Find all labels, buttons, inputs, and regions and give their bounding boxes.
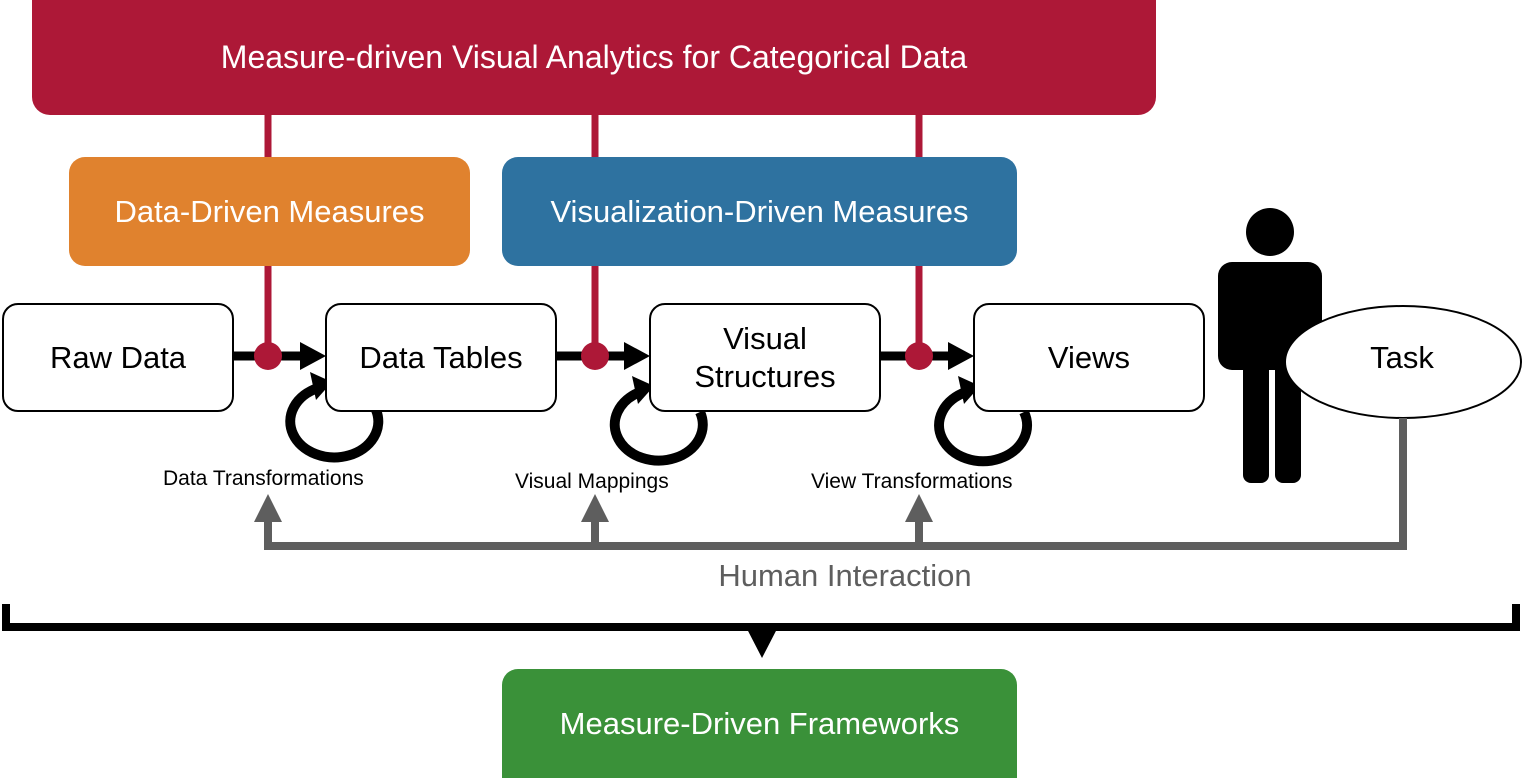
loop-arrow-views	[934, 376, 1033, 467]
brace-bracket	[2, 604, 1520, 658]
data-tables-node: Data Tables	[325, 303, 557, 412]
measure-driven-frameworks-box: Measure-Driven Frameworks	[502, 669, 1017, 778]
data-driven-measures-box: Data-Driven Measures	[69, 157, 470, 266]
measure-dot-view	[905, 342, 933, 370]
loop-arrow-visual-structures	[609, 376, 708, 466]
views-node: Views	[973, 303, 1205, 412]
raw-data-node: Raw Data	[2, 303, 234, 412]
visual-structures-node: Visual Structures	[649, 303, 881, 412]
loop-arrow-data-tables	[285, 372, 384, 463]
human-interaction-label: Human Interaction	[718, 558, 972, 593]
data-transformations-label: Data Transformations	[163, 467, 364, 490]
measure-dot-data	[254, 342, 282, 370]
view-transformations-label: View Transformations	[811, 470, 1013, 493]
visual-mappings-label: Visual Mappings	[515, 470, 669, 493]
visualization-driven-measures-box: Visualization-Driven Measures	[502, 157, 1017, 266]
human-interaction-feedback	[254, 418, 1407, 550]
page-title: Measure-driven Visual Analytics for Cate…	[32, 0, 1156, 115]
task-label: Task	[1370, 340, 1434, 375]
measure-dot-visual	[581, 342, 609, 370]
